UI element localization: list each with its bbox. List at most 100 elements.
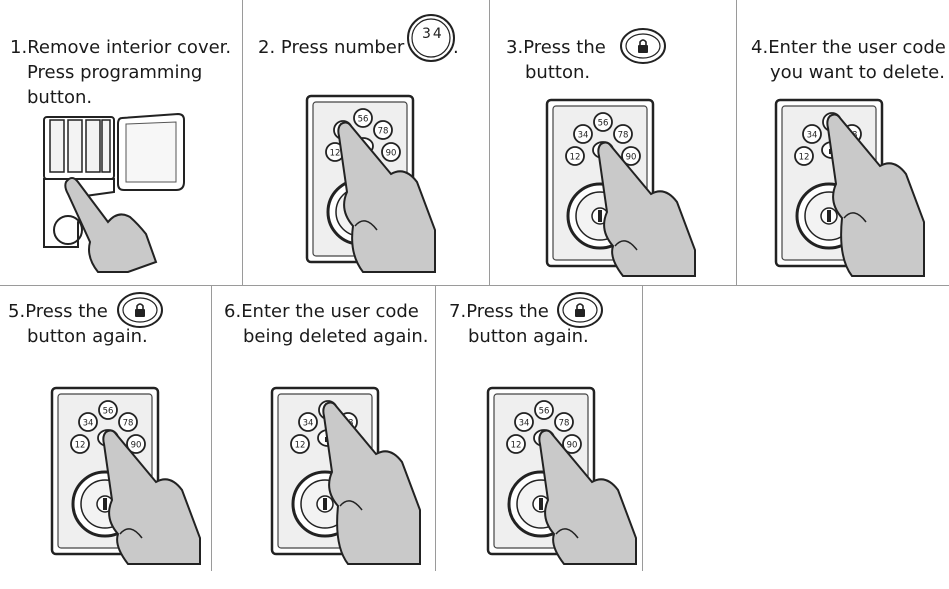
step-2-period: . bbox=[453, 35, 459, 60]
step-number: 1. bbox=[10, 37, 28, 58]
step-line: button again. bbox=[468, 326, 589, 347]
key-34-icon: 34 bbox=[407, 14, 455, 62]
step-4-text: 4.Enter the user code you want to delete… bbox=[751, 35, 946, 85]
keypad-key: 90 bbox=[621, 146, 641, 166]
keypad-key: 34 bbox=[298, 412, 318, 432]
step-line: Enter the user code bbox=[241, 301, 419, 322]
step-line: button again. bbox=[27, 326, 148, 347]
step-6-text: 6.Enter the user code being deleted agai… bbox=[224, 299, 429, 349]
deadbolt-keypad-icon: 34 56 78 12 90 bbox=[50, 386, 201, 565]
step-line: Remove interior cover. bbox=[27, 37, 232, 58]
step-number: 6. bbox=[224, 301, 242, 322]
step-line: button. bbox=[27, 87, 93, 108]
lock-button-icon bbox=[620, 28, 666, 64]
keypad-key: 90 bbox=[562, 434, 582, 454]
step-line: Press programming bbox=[27, 62, 203, 83]
keypad-key: 78 bbox=[613, 124, 633, 144]
svg-text:90: 90 bbox=[386, 149, 397, 159]
svg-text:78: 78 bbox=[378, 127, 389, 137]
svg-text:56: 56 bbox=[103, 407, 114, 417]
step-number: 2. bbox=[258, 37, 276, 58]
svg-text:90: 90 bbox=[567, 441, 578, 451]
step-number: 5. bbox=[8, 301, 26, 322]
keypad-key: 56 bbox=[534, 400, 554, 420]
keypad-key: 34 bbox=[514, 412, 534, 432]
keypad-key: 56 bbox=[353, 108, 373, 128]
step-line: Press the bbox=[466, 301, 549, 322]
divider bbox=[0, 285, 949, 286]
svg-text:12: 12 bbox=[799, 153, 810, 163]
svg-text:34: 34 bbox=[83, 419, 94, 429]
divider bbox=[736, 0, 737, 285]
svg-text:12: 12 bbox=[75, 441, 86, 451]
step-line: being deleted again. bbox=[243, 326, 429, 347]
svg-text:56: 56 bbox=[598, 119, 609, 129]
keypad-key: 12 bbox=[794, 146, 814, 166]
keypad-key: 78 bbox=[554, 412, 574, 432]
svg-text:12: 12 bbox=[511, 441, 522, 451]
svg-text:90: 90 bbox=[626, 153, 637, 163]
step-5-text: 5.Press the button again. bbox=[8, 299, 148, 349]
svg-text:34: 34 bbox=[807, 131, 818, 141]
keypad-key: 78 bbox=[373, 120, 393, 140]
key-label: 34 bbox=[422, 26, 444, 42]
step-line: you want to delete. bbox=[770, 62, 945, 83]
keypad-key: 12 bbox=[565, 146, 585, 166]
step-number: 4. bbox=[751, 37, 769, 58]
step-number: 3. bbox=[506, 37, 524, 58]
keypad-key: 90 bbox=[381, 142, 401, 162]
divider bbox=[242, 0, 243, 285]
step-line: Press number bbox=[280, 37, 405, 58]
divider bbox=[435, 286, 436, 571]
step-3-text: 3.Press the button. bbox=[506, 35, 606, 85]
svg-text:12: 12 bbox=[330, 149, 341, 159]
divider bbox=[211, 286, 212, 571]
step-1-text: 1.Remove interior cover. Press programmi… bbox=[10, 35, 231, 110]
svg-text:78: 78 bbox=[618, 131, 629, 141]
svg-text:56: 56 bbox=[539, 407, 550, 417]
step-line: Press the bbox=[523, 37, 606, 58]
step-line: Enter the user code bbox=[768, 37, 946, 58]
step-line: button. bbox=[525, 62, 591, 83]
keypad-key: 12 bbox=[70, 434, 90, 454]
svg-text:34: 34 bbox=[519, 419, 530, 429]
divider bbox=[642, 286, 643, 571]
svg-text:12: 12 bbox=[570, 153, 581, 163]
pointing-hand-icon bbox=[826, 113, 925, 277]
lock-button-icon bbox=[117, 292, 163, 328]
step-line: Press the bbox=[25, 301, 108, 322]
keypad-key: 90 bbox=[126, 434, 146, 454]
keypad-key: 78 bbox=[118, 412, 138, 432]
interior-cover-illustration bbox=[43, 112, 185, 273]
pointing-hand-icon bbox=[64, 177, 158, 273]
svg-text:90: 90 bbox=[131, 441, 142, 451]
svg-text:34: 34 bbox=[303, 419, 314, 429]
deadbolt-keypad-icon: 34 56 78 12 90 bbox=[545, 98, 696, 277]
keypad-key: 56 bbox=[593, 112, 613, 132]
svg-text:78: 78 bbox=[559, 419, 570, 429]
svg-text:78: 78 bbox=[123, 419, 134, 429]
keypad-key: 12 bbox=[290, 434, 310, 454]
keypad-key: 34 bbox=[573, 124, 593, 144]
pointing-hand-icon bbox=[102, 429, 201, 565]
keypad-key: 56 bbox=[98, 400, 118, 420]
svg-text:56: 56 bbox=[358, 115, 369, 125]
step-2-text: 2. Press number bbox=[258, 35, 404, 60]
keypad-key: 34 bbox=[78, 412, 98, 432]
pointing-hand-icon bbox=[337, 121, 436, 273]
pointing-hand-icon bbox=[322, 401, 421, 565]
step-line: . bbox=[453, 37, 459, 58]
deadbolt-keypad-icon: 34 56 78 12 90 bbox=[486, 386, 637, 565]
svg-text:34: 34 bbox=[578, 131, 589, 141]
divider bbox=[489, 0, 490, 285]
svg-text:12: 12 bbox=[295, 441, 306, 451]
keypad-key: 12 bbox=[506, 434, 526, 454]
step-number: 7. bbox=[449, 301, 467, 322]
keypad-key: 34 bbox=[802, 124, 822, 144]
pointing-hand-icon bbox=[597, 141, 696, 277]
lock-button-icon bbox=[557, 292, 603, 328]
step-7-text: 7.Press the button again. bbox=[449, 299, 589, 349]
